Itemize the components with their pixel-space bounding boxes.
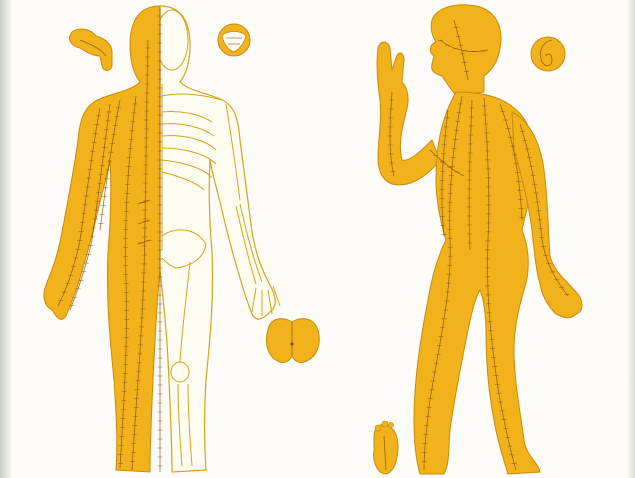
front-body-right-outline xyxy=(160,6,275,472)
pelvis-detail-inset xyxy=(267,319,320,363)
hand-detail-inset xyxy=(70,29,112,70)
side-figure xyxy=(377,5,582,474)
front-figure-skeleton-half xyxy=(156,6,280,472)
front-body-left-silhouette xyxy=(44,6,160,472)
front-figure-muscle-half xyxy=(44,6,160,472)
foot-sole-detail-inset xyxy=(374,421,398,474)
side-raised-arm xyxy=(377,42,440,185)
ear-detail-front-inset xyxy=(218,24,250,56)
side-head xyxy=(430,5,501,96)
ear-detail-side-inset xyxy=(531,37,565,71)
